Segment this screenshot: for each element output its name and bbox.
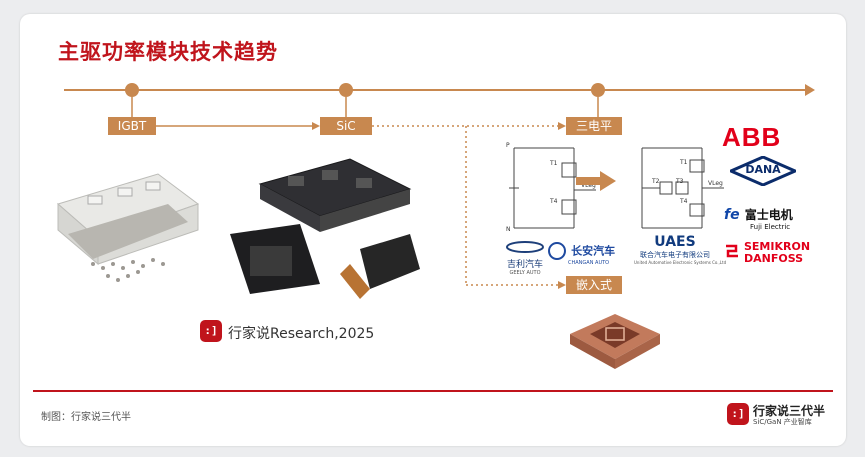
timeline-dot-three-level bbox=[591, 83, 605, 97]
dana-logo: DANA bbox=[727, 155, 799, 187]
footer-credit: 制图：行家说三代半 bbox=[41, 412, 131, 423]
fuji-electric-logo: fe 富士电机 Fuji Electric bbox=[724, 204, 793, 231]
dana-diamond-icon bbox=[727, 155, 799, 187]
uaes-logo: UAES 联合汽车电子有限公司 United Automotive Electr… bbox=[634, 234, 727, 265]
slide-card: 主驱功率模块技术趋势 IGBT SiC 三电平 嵌入式 bbox=[20, 14, 846, 446]
uaes-name-cn: 联合汽车电子有限公司 bbox=[640, 251, 710, 259]
footer-divider bbox=[33, 390, 833, 392]
igbt-to-sic-arrowhead bbox=[312, 122, 320, 130]
timeline-dot-sic bbox=[339, 83, 353, 97]
geely-name-en: GEELY AUTO bbox=[509, 270, 541, 276]
igbt-module-image bbox=[56, 173, 200, 282]
changan-logo: 长安汽车 CHANGAN AUTO bbox=[548, 240, 630, 266]
fuji-name-en: Fuji Electric bbox=[750, 223, 791, 231]
watermark-text: 行家说Research,2025 bbox=[228, 326, 375, 342]
geely-name-cn: 吉利汽车 bbox=[506, 260, 543, 270]
dana-name: DANA bbox=[745, 163, 781, 176]
semikron-name: SEMIKRON bbox=[744, 240, 811, 253]
footer-brand-mark-icon: :] bbox=[727, 403, 749, 425]
changan-name-en: CHANGAN AUTO bbox=[568, 259, 610, 266]
stage-tag-three-level: 三电平 bbox=[566, 117, 622, 135]
abb-logo: ABB bbox=[722, 122, 782, 152]
brand-mark-icon: :] bbox=[200, 320, 222, 342]
sic-module-images bbox=[230, 158, 420, 299]
uaes-name-en: UAES bbox=[654, 234, 696, 250]
circuit3-label-vleg: VLeg bbox=[708, 180, 723, 187]
circuit-label-n: N bbox=[506, 226, 511, 233]
circuit3-label-t1: T1 bbox=[680, 159, 688, 166]
fuji-emblem-icon: fe bbox=[724, 207, 740, 223]
circuit3-label-t4: T4 bbox=[680, 198, 688, 205]
geely-logo: 吉利汽车 GEELY AUTO bbox=[490, 238, 560, 276]
two-level-circuit-diagram bbox=[509, 147, 596, 229]
timeline-arrowhead bbox=[805, 84, 815, 96]
evolution-arrow-icon bbox=[576, 171, 616, 191]
footer-brand-sub: SiC/GaN 产业智库 bbox=[753, 418, 812, 426]
three-level-circuit-diagram bbox=[641, 147, 724, 229]
circuit-label-t1: T1 bbox=[550, 160, 558, 167]
stage-tag-sic: SiC bbox=[320, 117, 372, 135]
stage-tag-igbt: IGBT bbox=[108, 117, 156, 135]
changan-emblem-icon bbox=[548, 241, 566, 260]
timeline-graphic bbox=[64, 83, 815, 289]
circuit-label-t4: T4 bbox=[550, 198, 558, 205]
page-title: 主驱功率模块技术趋势 bbox=[58, 40, 278, 64]
footer-brand-name: 行家说三代半 bbox=[753, 404, 826, 418]
semikron-emblem-icon bbox=[726, 244, 738, 258]
circuit3-label-t2: T2 bbox=[652, 178, 660, 185]
changan-name-cn: 长安汽车 bbox=[571, 244, 616, 258]
uaes-name-sub: United Automotive Electronic Systems Co.… bbox=[634, 260, 727, 265]
branch-to-embedded-arrowhead bbox=[558, 281, 566, 289]
sic-to-three-level-arrowhead bbox=[558, 122, 566, 130]
stage-tag-embedded: 嵌入式 bbox=[566, 276, 622, 294]
circuit-label-p: P bbox=[506, 142, 510, 149]
circuit-label-vleg: VLeg bbox=[581, 182, 596, 189]
timeline-dot-igbt bbox=[125, 83, 139, 97]
circuit3-label-t3: T3 bbox=[676, 178, 684, 185]
embedded-module-image bbox=[570, 314, 660, 369]
fuji-name-cn: 富士电机 bbox=[744, 208, 793, 222]
geely-emblem-icon bbox=[506, 241, 544, 253]
danfoss-name: DANFOSS bbox=[744, 252, 804, 265]
footer-brand: :] 行家说三代半 SiC/GaN 产业智库 bbox=[727, 400, 837, 430]
